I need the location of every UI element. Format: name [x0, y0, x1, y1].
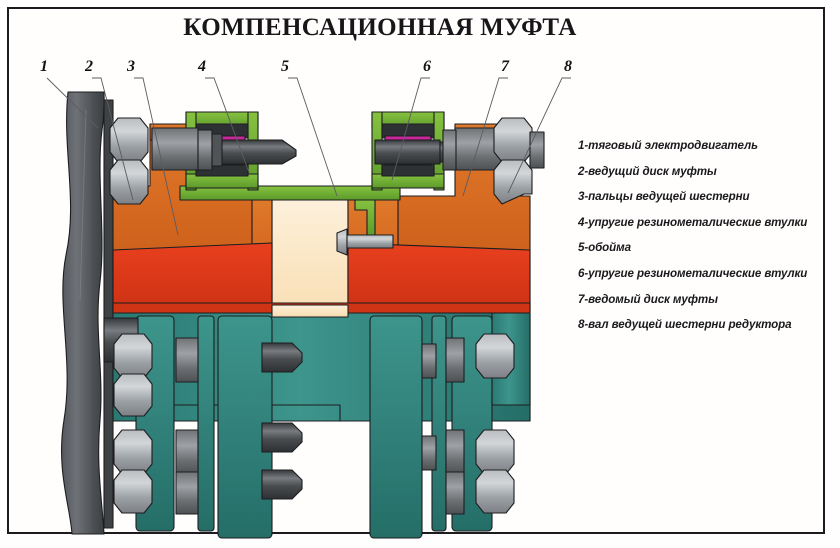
hex-nuts-lower — [113, 333, 515, 515]
legend-item-3: 3-пальцы ведущей шестерни — [578, 190, 750, 204]
coupling-pins-upper — [189, 139, 471, 165]
motor-flange — [61, 91, 105, 535]
callout-number-7: 7 — [501, 58, 509, 75]
callout-number-6: 6 — [423, 58, 431, 75]
callout-number-3: 3 — [127, 58, 135, 75]
legend-list: 1-тяговый электродвигатель 2-ведущий диск… — [578, 139, 816, 344]
legend-item-5: 5-обойма — [578, 241, 631, 255]
legend-item-2: 2-ведущий диск муфты — [578, 164, 717, 178]
set-bolt — [336, 228, 394, 256]
legend-item-8: 8-вал ведущей шестерни редуктора — [578, 318, 792, 332]
coupling-pins-lower — [261, 342, 303, 500]
legend-item-1: 1-тяговый электродвигатель — [578, 139, 758, 152]
callout-number-8: 8 — [564, 58, 572, 75]
callout-number-1: 1 — [40, 58, 48, 75]
callout-number-4: 4 — [198, 58, 206, 75]
callout-number-5: 5 — [281, 58, 289, 75]
page-title: КОМПЕНСАЦИОННАЯ МУФТА — [183, 14, 577, 41]
callout-number-2: 2 — [85, 58, 93, 75]
legend-item-6: 6-упругие резинометалические втулки — [578, 266, 808, 280]
legend-item-4: 4-упругие резинометалические втулки — [578, 215, 808, 229]
legend-item-7: 7-ведомый диск муфты — [578, 292, 718, 306]
